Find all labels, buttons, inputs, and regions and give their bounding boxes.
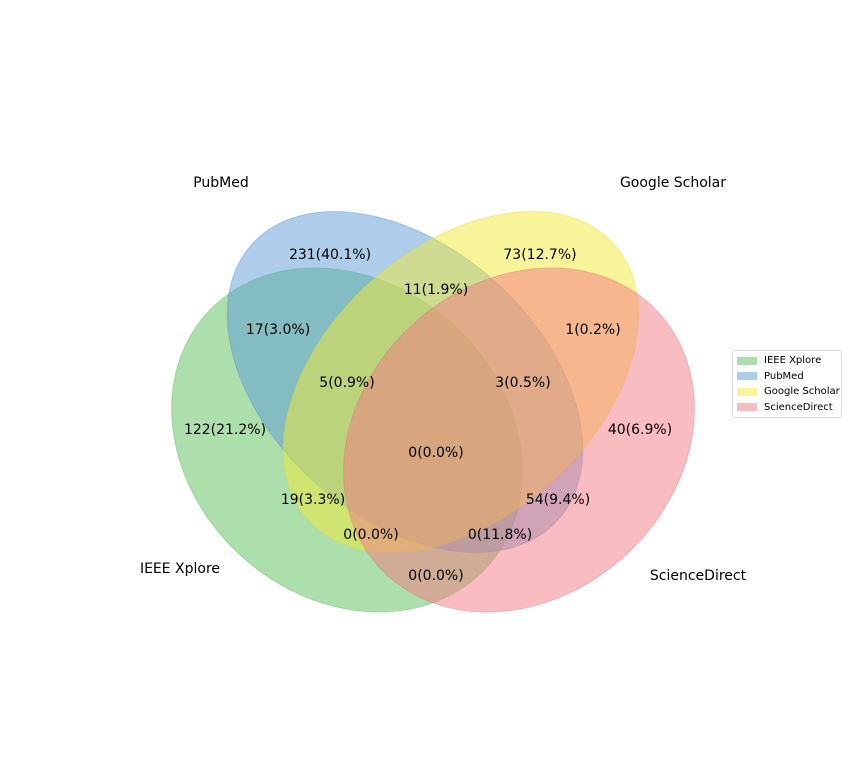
region-pubmed-only: 231(40.1%) (289, 247, 371, 263)
region-gscholar-sciencedirect: 1(0.2%) (565, 322, 620, 338)
legend-label-google-scholar: Google Scholar (764, 386, 840, 398)
region-gscholar-only: 73(12.7%) (503, 247, 576, 263)
legend-item-sciencedirect: ScienceDirect (737, 400, 837, 416)
set-label-pubmed: PubMed (193, 175, 249, 191)
legend-item-ieee-xplore: IEEE Xplore (737, 353, 837, 369)
region-pubmed-sciencedirect: 54(9.4%) (526, 492, 590, 508)
legend-swatch-pubmed (737, 372, 757, 381)
legend-swatch-ieee-xplore (737, 356, 757, 365)
legend-label-ieee-xplore: IEEE Xplore (764, 355, 822, 367)
legend-label-sciencedirect: ScienceDirect (764, 401, 833, 413)
set-label-sciencedirect: ScienceDirect (650, 568, 747, 584)
legend-swatch-google-scholar (737, 387, 757, 396)
set-labels: PubMed Google Scholar IEEE Xplore Scienc… (140, 175, 747, 584)
set-label-ieee-xplore: IEEE Xplore (140, 561, 220, 577)
region-ieee-gscholar: 19(3.3%) (281, 492, 345, 508)
legend: IEEE Xplore PubMed Google Scholar Scienc… (732, 350, 842, 418)
legend-item-pubmed: PubMed (737, 369, 837, 385)
set-ellipses (171, 211, 695, 613)
legend-label-pubmed: PubMed (764, 370, 804, 382)
set-label-google-scholar: Google Scholar (620, 175, 726, 191)
region-pubmed-gscholar: 11(1.9%) (404, 282, 468, 298)
region-ieee-pubmed: 17(3.0%) (246, 322, 310, 338)
region-labels: 231(40.1%) 73(12.7%) 11(1.9%) 17(3.0%) 1… (184, 247, 672, 584)
region-sciencedirect-only: 40(6.9%) (608, 422, 672, 438)
region-pubmed-gscholar-sciencedirect: 3(0.5%) (495, 375, 550, 391)
region-ieee-pubmed-sciencedirect: 0(11.8%) (468, 527, 532, 543)
region-ieee-gscholar-sciencedirect: 0(0.0%) (343, 527, 398, 543)
legend-item-google-scholar: Google Scholar (737, 384, 840, 400)
region-ieee-pubmed-gscholar: 5(0.9%) (319, 375, 374, 391)
legend-swatch-sciencedirect (737, 403, 757, 412)
region-all-four: 0(0.0%) (408, 445, 463, 461)
region-ieee-sciencedirect: 0(0.0%) (408, 568, 463, 584)
region-ieee-only: 122(21.2%) (184, 422, 266, 438)
sciencedirect-ellipse (343, 267, 695, 613)
